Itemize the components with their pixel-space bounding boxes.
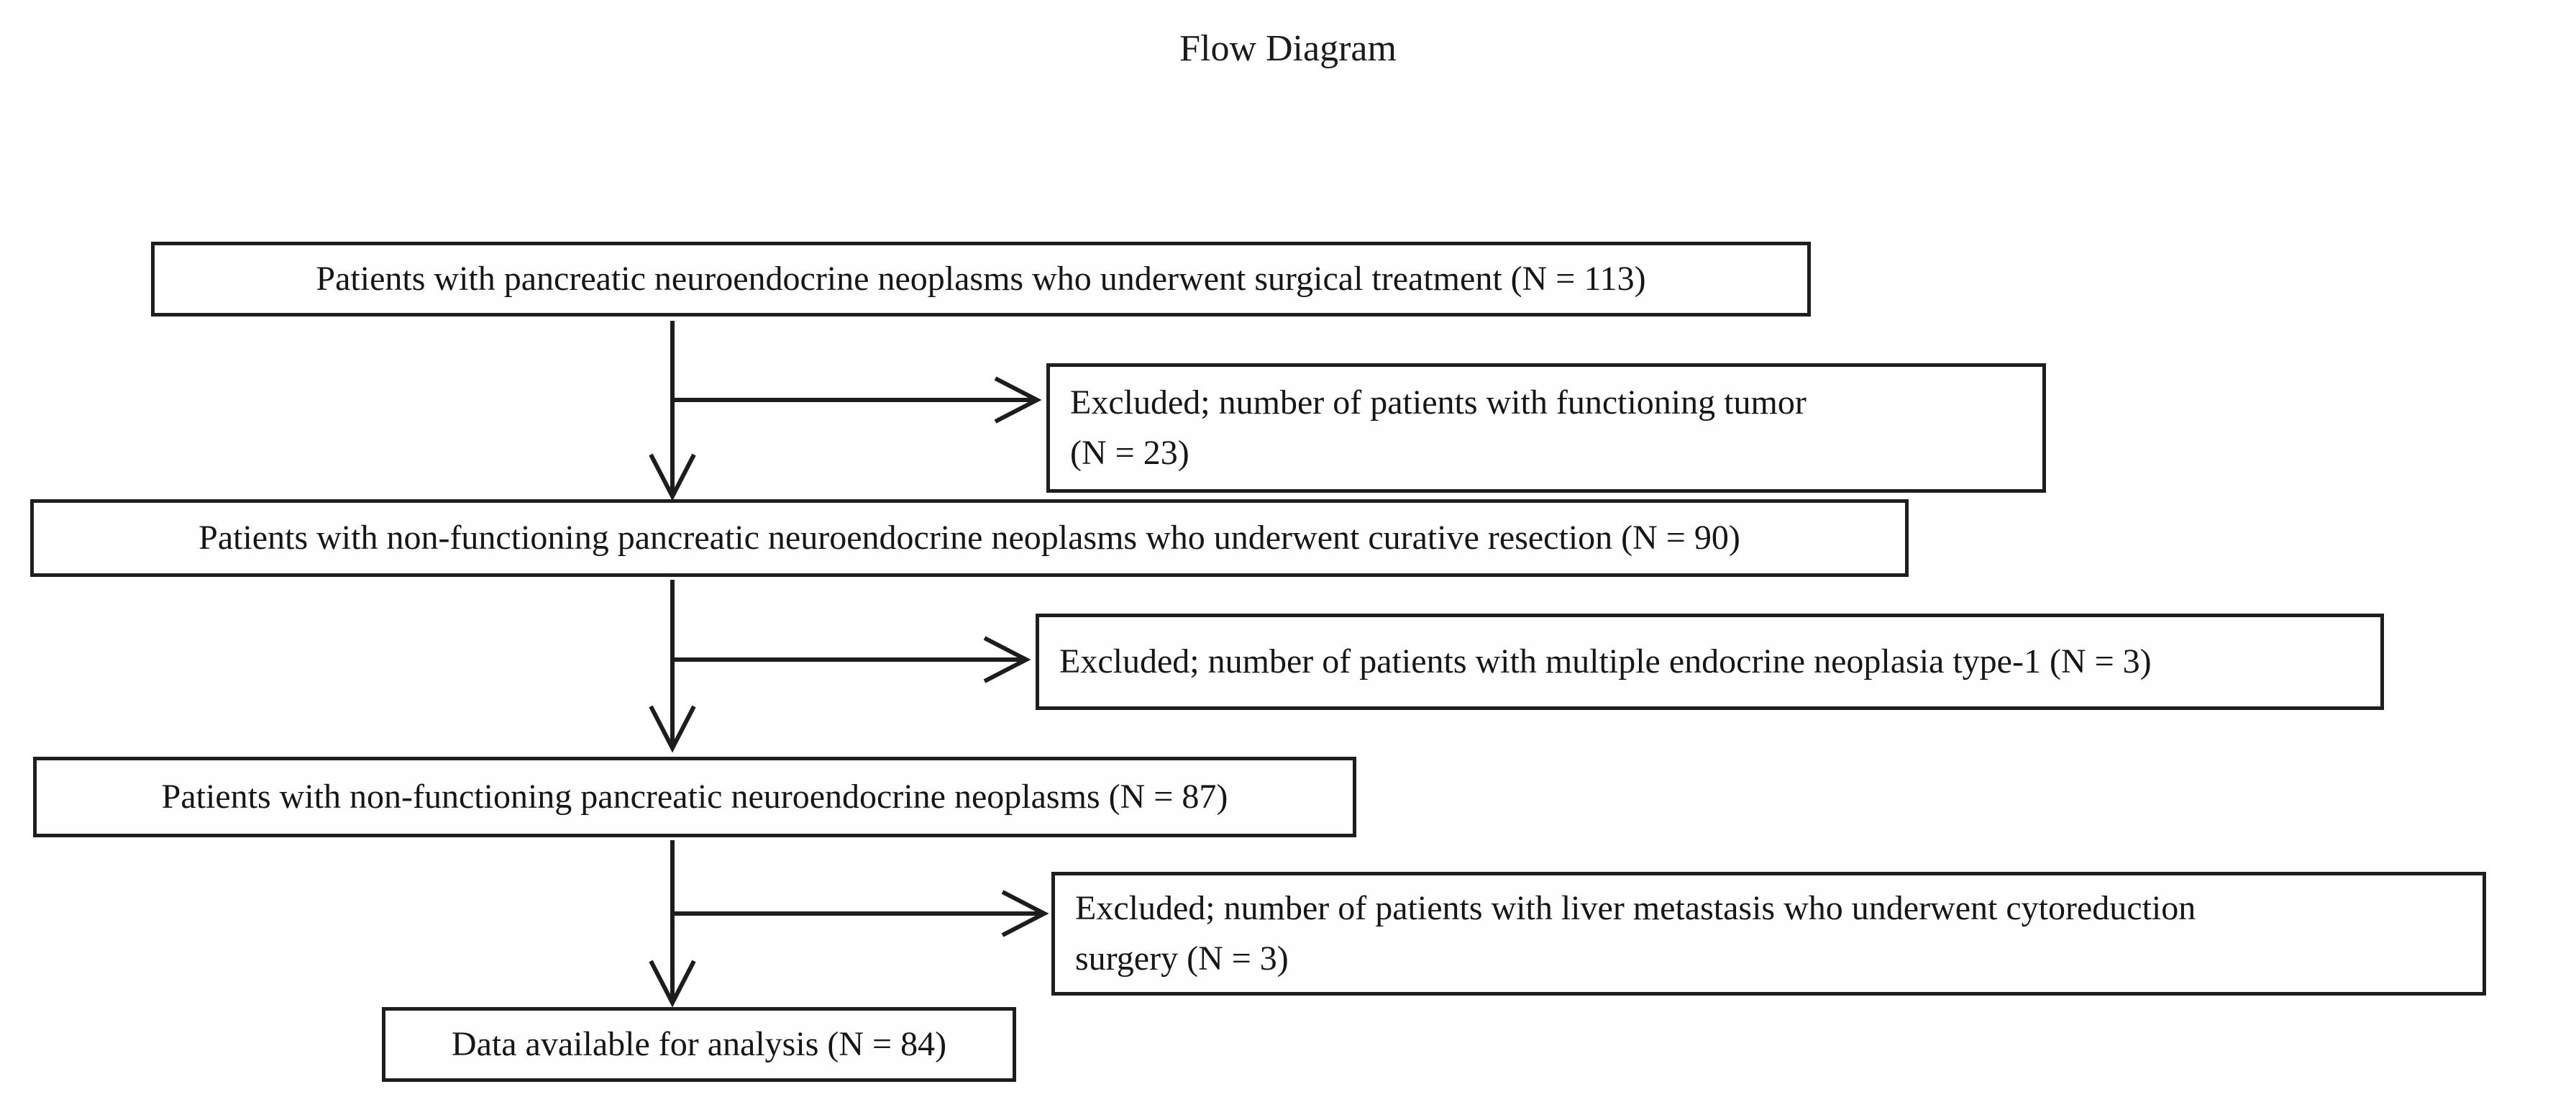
arrow-down-2-icon [649,580,696,753]
node-text: Patients with non-functioning pancreatic… [198,519,1740,557]
node-excluded-men1: Excluded; number of patients with multip… [1036,614,2384,710]
arrow-down-3-icon [649,840,696,1008]
node-text-line: (N = 23) [1070,434,1189,472]
node-excluded-liver-metastasis: Excluded; number of patients with liver … [1051,872,2486,996]
node-text-line: surgery (N = 3) [1075,939,1289,978]
node-text-line: Excluded; number of patients with multip… [1059,642,2152,680]
node-text-line: Excluded; number of patients with liver … [1075,889,2196,927]
node-nonfunctioning-pnen: Patients with non-functioning pancreatic… [33,757,1356,837]
node-excluded-functioning-tumor: Excluded; number of patients with functi… [1046,363,2046,493]
node-data-available: Data available for analysis (N = 84) [382,1007,1016,1082]
node-text: Data available for analysis (N = 84) [451,1025,947,1063]
diagram-title: Flow Diagram [1179,28,1397,69]
arrow-branch-1-icon [675,376,1042,424]
arrow-branch-2-icon [675,636,1031,683]
node-curative-resection: Patients with non-functioning pancreatic… [30,499,1909,577]
arrow-branch-3-icon [675,890,1049,937]
node-surgical-treatment: Patients with pancreatic neuroendocrine … [151,242,1811,317]
node-text: Patients with non-functioning pancreatic… [161,778,1228,816]
arrow-down-1-icon [649,321,696,501]
node-text-line: Excluded; number of patients with functi… [1070,383,1807,422]
node-text: Patients with pancreatic neuroendocrine … [316,260,1646,298]
